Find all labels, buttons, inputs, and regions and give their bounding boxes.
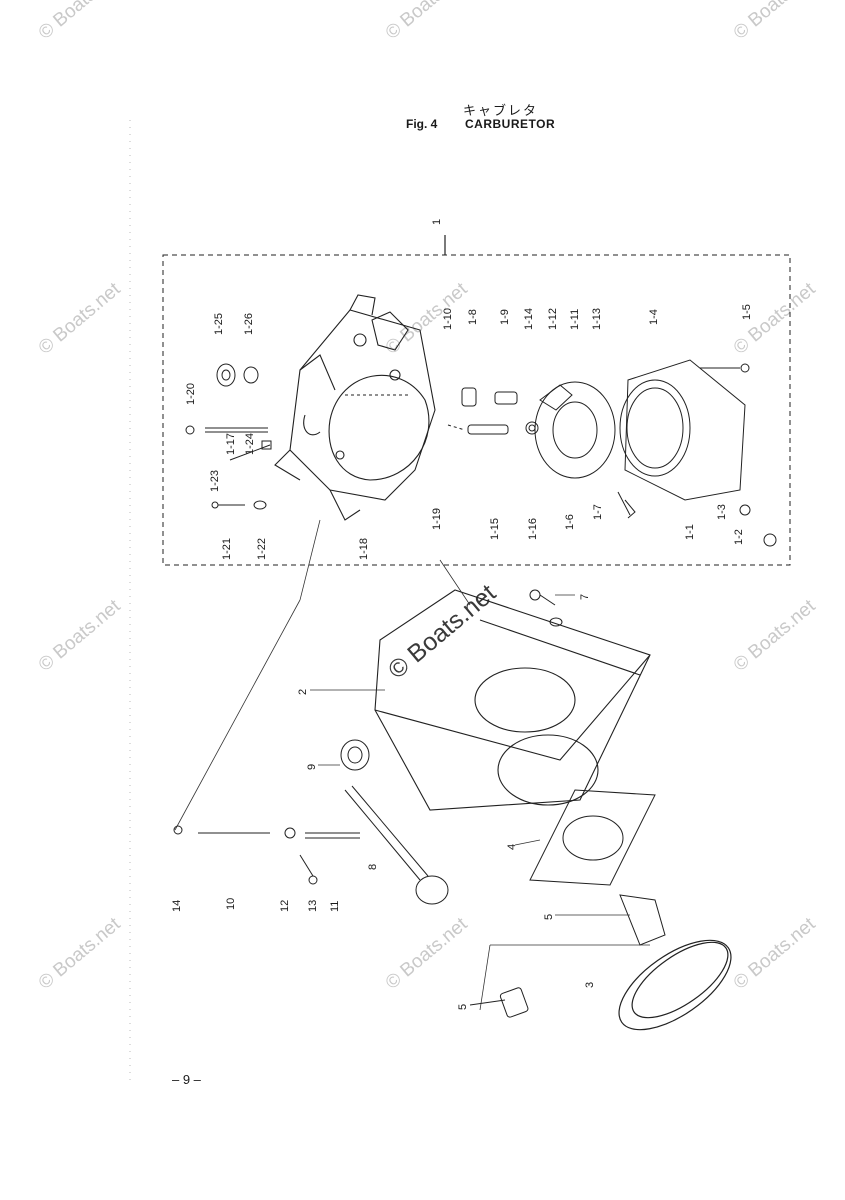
callout-1-2: 1-2 [733,529,745,545]
watermark: © Boats.net [382,0,472,44]
callout-1-18: 1-18 [358,538,370,560]
callout-1-9: 1-9 [499,309,511,325]
callout-1-16: 1-16 [527,518,539,540]
leader-lines [174,519,650,1011]
linkage-parts-10-14 [173,825,360,885]
callout-4: 4 [506,844,518,850]
callout-1-19: 1-19 [431,508,443,530]
long-bolt-part-8 [344,785,449,905]
watermark: © Boats.net [35,913,125,994]
page-number: – 9 – [172,1072,201,1087]
callout-1-13: 1-13 [591,308,603,330]
callout-1-11: 1-11 [569,309,581,330]
callout-7: 7 [579,594,591,600]
callout-1-21: 1-21 [221,538,233,560]
bolt-part-6 [469,987,529,1018]
watermark: © Boats.net [730,0,820,44]
callout-1-15: 1-15 [489,518,501,540]
callout-1-10: 1-10 [442,308,454,330]
clip-part-5 [619,894,666,946]
callout-1-20: 1-20 [185,383,197,405]
callout-1-17: 1-17 [225,433,237,455]
watermark: © Boats.net [730,595,820,676]
callout-1-23: 1-23 [209,470,221,492]
callout-1-22: 1-22 [256,538,268,560]
figure-title: CARBURETOR [465,117,556,131]
callout-3: 3 [584,982,596,988]
air-box-part-2 [374,589,651,811]
callout-13: 13 [307,900,319,912]
title-japanese: キャブレタ [463,104,539,119]
watermark: © Boats.net [382,278,472,359]
watermark: © Boats.net [35,0,125,44]
watermark: © Boats.net [35,278,125,359]
callout-1-25: 1-25 [213,313,225,335]
small-parts-left [185,363,272,510]
callout-9: 9 [306,764,318,770]
callout-5-lower: 5 [457,1004,469,1010]
callout-8: 8 [367,864,379,870]
carburetor-body [274,294,436,521]
small-parts-right [447,359,777,547]
watermark: © Boats.net [35,595,125,676]
watermark: © Boats.net [382,913,472,994]
callout-12: 12 [279,900,291,912]
callout-1-4: 1-4 [648,309,660,325]
callout-1-5: 1-5 [741,304,753,320]
bolt-part-7 [529,589,563,627]
figure-number: Fig. 4 [406,117,438,131]
callout-1-14: 1-14 [523,308,535,330]
assembly-1-group [162,235,791,566]
callout-1-1: 1-1 [684,524,696,540]
callout-1-24: 1-24 [244,433,256,455]
callout-1: 1 [431,219,443,225]
center-watermark: © Boats.net [383,579,501,685]
callout-5-upper: 5 [543,914,555,920]
callout-2: 2 [297,689,309,695]
callout-1-26: 1-26 [243,313,255,335]
callout-1-7: 1-7 [592,504,604,520]
callout-labels: 1-25 1-26 1-20 1-17 1-24 1-23 1-21 1-22 … [171,304,753,1010]
cover-part-3 [618,939,732,1031]
callout-1-12: 1-12 [547,308,559,330]
callout-1-6: 1-6 [564,514,576,530]
grommet-part-9 [340,739,370,771]
watermark: © Boats.net [730,913,820,994]
callout-11: 11 [329,901,341,912]
callout-1-8: 1-8 [467,309,479,325]
callout-14: 14 [171,900,183,912]
gasket-part-4 [529,789,656,886]
callout-10: 10 [225,898,237,910]
callout-1-3: 1-3 [716,504,728,520]
